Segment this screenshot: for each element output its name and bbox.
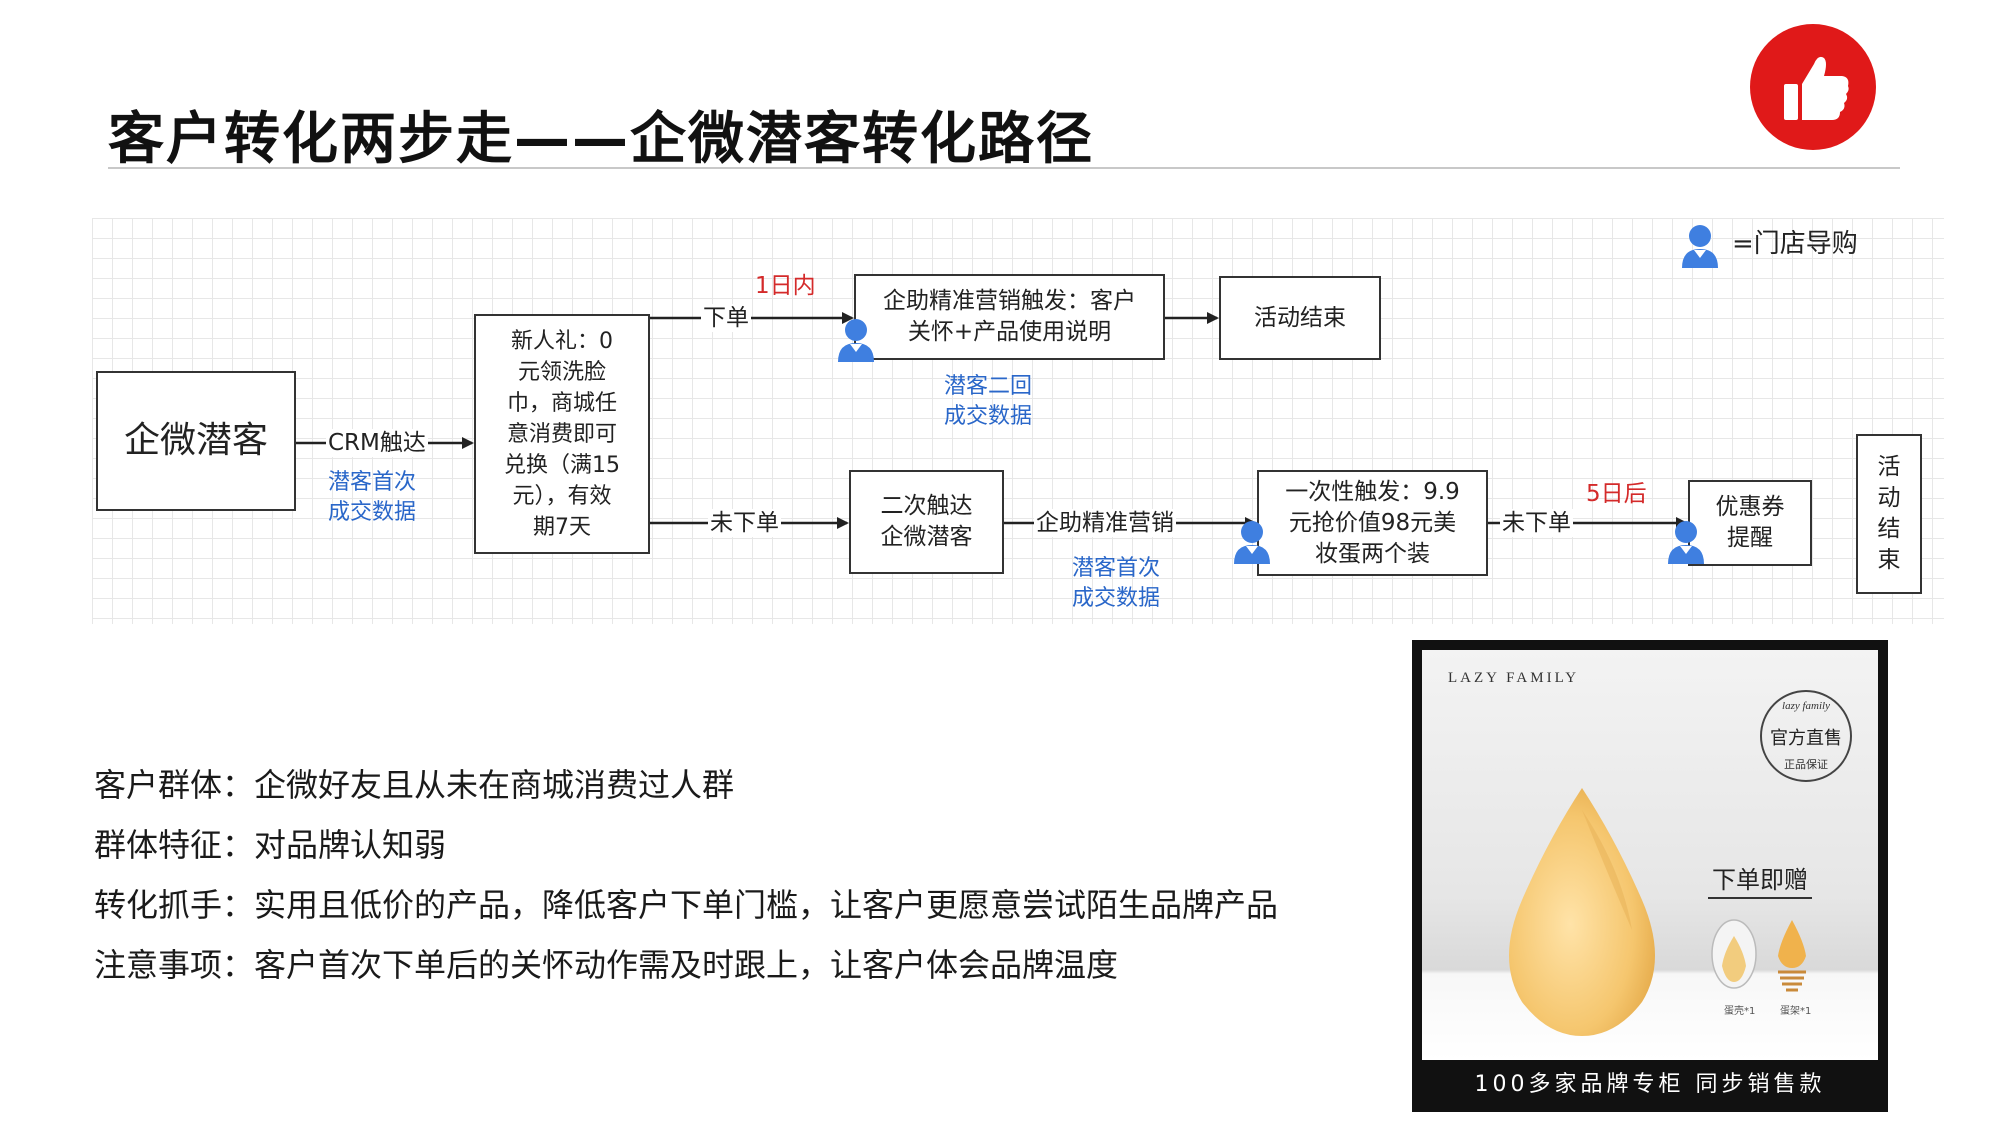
brand-wordmark: LAZY FAMILY: [1448, 670, 1580, 686]
node-second-touch: 二次触达 企微潜客: [849, 470, 1004, 574]
node-assist-care: 企助精准营销触发：客户 关怀+产品使用说明: [854, 274, 1165, 360]
node-activity-end: 活动结束: [1219, 276, 1381, 360]
info-customer-group: 客户群体：企微好友且从未在商城消费过人群: [94, 766, 735, 804]
legend-label: =门店导购: [1732, 229, 1858, 259]
node-coupon-reminder: 优惠券 提醒: [1688, 480, 1812, 566]
node-potential-customer: 企微潜客: [96, 371, 296, 511]
makeup-sponge-illustration: [1509, 788, 1655, 1036]
thumbs-up-badge: [1750, 24, 1876, 150]
gift-caption-stand: 蛋架*1: [1780, 1006, 1812, 1017]
info-group-traits: 群体特征：对品牌认知弱: [94, 826, 447, 864]
edge-label-not-ordered-1: 未下单: [708, 509, 781, 537]
info-conversion-lever: 转化抓手：实用且低价的产品，降低客户下单门槛，让客户更愿意尝试陌生品牌产品: [94, 886, 1279, 924]
seal-main-text: 官方直售: [1770, 728, 1842, 749]
node-one-time-offer: 一次性触发：9.9 元抢价值98元美 妆蛋两个装: [1257, 470, 1488, 576]
official-seal: lazy family 官方直售 正品保证: [1760, 690, 1852, 782]
page-title: 客户转化两步走——企微潜客转化路径: [108, 107, 1094, 172]
note-after-5-days: 5日后: [1586, 481, 1647, 507]
node-newcomer-gift: 新人礼：0 元领洗脸 巾，商城任 意消费即可 兑换（满15 元），有效 期7天: [474, 314, 650, 554]
person-icon: [1234, 521, 1270, 564]
note-second-deal-data: 潜客二回 成交数据: [944, 374, 1033, 429]
person-icon: [1668, 521, 1704, 564]
seal-top-text: lazy family: [1782, 700, 1830, 712]
thumbs-up-icon: [1784, 56, 1849, 120]
product-photo-area: LAZY FAMILY lazy family 官方直售 正品保证 下单即赠: [1422, 650, 1878, 1060]
legend-person-icon: [1682, 225, 1718, 268]
edge-label-crm: CRM触达: [326, 429, 428, 457]
conversion-flow-diagram: 企微潜客 新人礼：0 元领洗脸 巾，商城任 意消费即可 兑换（满15 元），有效…: [92, 218, 1944, 624]
person-icon: [838, 319, 874, 362]
edge-label-assist-marketing: 企助精准营销: [1034, 509, 1176, 537]
gift-label: 下单即赠: [1708, 860, 1812, 899]
edge-label-not-ordered-2: 未下单: [1500, 509, 1573, 537]
info-notes: 注意事项：客户首次下单后的关怀动作需及时跟上，让客户体会品牌温度: [94, 946, 1119, 984]
gift-caption-shell: 蛋壳*1: [1724, 1006, 1756, 1017]
gift-items-illustration: [1711, 919, 1806, 992]
note-within-1-day: 1日内: [755, 273, 816, 299]
edge-label-ordered: 下单: [701, 304, 751, 332]
node-activity-end-vertical: 活 动 结 束: [1856, 434, 1922, 594]
note-first-deal-data-2: 潜客首次 成交数据: [1072, 556, 1161, 611]
product-promo-image: LAZY FAMILY lazy family 官方直售 正品保证 下单即赠: [1412, 640, 1888, 1112]
product-footer-banner: 100多家品牌专柜 同步销售款: [1416, 1062, 1884, 1108]
title-divider: [108, 167, 1900, 169]
seal-bottom-text: 正品保证: [1784, 758, 1828, 771]
note-first-deal-data-1: 潜客首次 成交数据: [328, 470, 417, 525]
